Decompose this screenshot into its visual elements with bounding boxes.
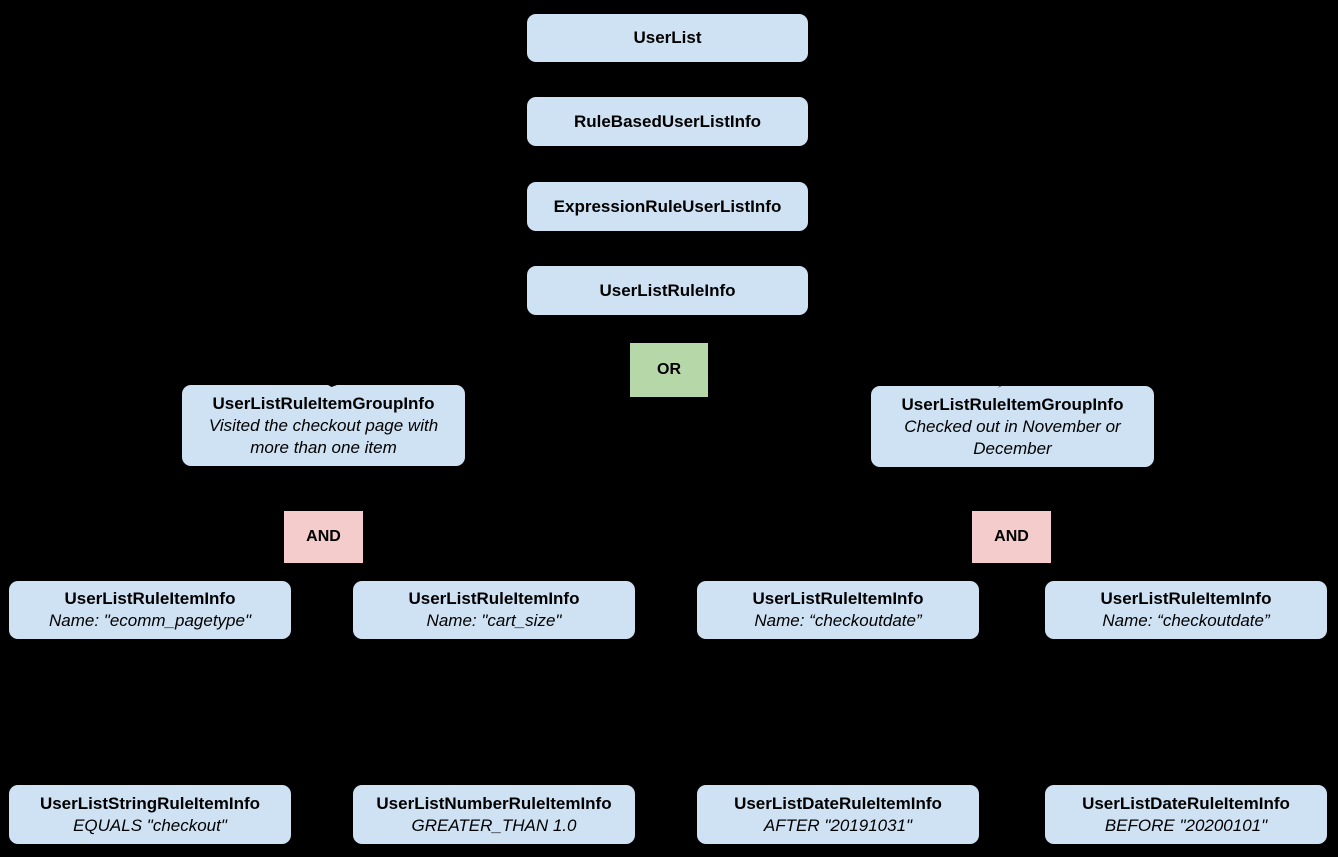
node-description: Visited the checkout page with more than… — [208, 415, 439, 457]
node-detail: Name: "cart_size" — [426, 611, 562, 630]
node-label: UserListRuleItemInfo — [408, 589, 580, 608]
node-label: UserListNumberRuleItemInfo — [376, 793, 612, 813]
node-description: Checked out in November or December — [904, 416, 1121, 458]
node-rule-item-checkoutdate-2: UserListRuleItemInfo Name: “checkoutdate… — [1045, 581, 1327, 639]
node-label: ExpressionRuleUserListInfo — [553, 196, 782, 216]
node-detail: BEFORE "20200101" — [1104, 815, 1268, 835]
node-label: UserList — [633, 28, 702, 47]
node-rule-item-cart-size: UserListRuleItemInfo Name: "cart_size" — [353, 581, 635, 639]
and-operator-box-left: AND — [284, 511, 363, 563]
node-label: UserListStringRuleItemInfo — [39, 793, 261, 813]
node-rule-item-checkoutdate-1: UserListRuleItemInfo Name: “checkoutdate… — [697, 581, 979, 639]
node-label: UserListRuleItemGroupInfo — [901, 394, 1124, 414]
node-string-rule-item: UserListStringRuleItemInfo EQUALS "check… — [9, 785, 291, 844]
node-date-rule-item-before: UserListDateRuleItemInfo BEFORE "2020010… — [1045, 785, 1327, 844]
node-detail: Name: "ecomm_pagetype" — [49, 611, 251, 630]
or-operator-box: OR — [630, 343, 708, 397]
node-label: UserListRuleItemInfo — [64, 589, 236, 608]
node-rule-item-group-right: UserListRuleItemGroupInfo Checked out in… — [871, 386, 1154, 467]
node-date-rule-item-after: UserListDateRuleItemInfo AFTER "20191031… — [697, 785, 979, 844]
node-expressionruleuserlistinfo: ExpressionRuleUserListInfo — [527, 182, 808, 231]
node-label: RuleBasedUserListInfo — [573, 111, 762, 131]
node-label: UserListRuleItemInfo — [1100, 589, 1272, 608]
node-detail: Name: “checkoutdate” — [1102, 611, 1270, 630]
node-rulebaseduserlistinfo: RuleBasedUserListInfo — [527, 97, 808, 146]
node-detail: GREATER_THAN 1.0 — [411, 815, 577, 835]
node-userlistruleinfo: UserListRuleInfo — [527, 266, 808, 315]
node-label: UserListDateRuleItemInfo — [734, 793, 942, 813]
and-operator-box-right: AND — [972, 511, 1051, 563]
node-label: UserListRuleItemGroupInfo — [212, 393, 435, 413]
or-label: OR — [657, 361, 681, 378]
node-label: UserListRuleInfo — [599, 280, 736, 300]
node-label: UserListRuleItemInfo — [752, 589, 924, 608]
node-userlist: UserList — [527, 14, 808, 62]
node-rule-item-ecomm-pagetype: UserListRuleItemInfo Name: "ecomm_pagety… — [9, 581, 291, 639]
node-rule-item-group-left: UserListRuleItemGroupInfo Visited the ch… — [182, 385, 465, 466]
node-label: UserListDateRuleItemInfo — [1082, 793, 1290, 813]
and-label: AND — [306, 528, 341, 545]
node-detail: EQUALS "checkout" — [73, 815, 227, 835]
node-number-rule-item: UserListNumberRuleItemInfo GREATER_THAN … — [353, 785, 635, 844]
and-label: AND — [994, 528, 1029, 545]
node-detail: AFTER "20191031" — [763, 815, 913, 835]
node-detail: Name: “checkoutdate” — [754, 611, 922, 630]
